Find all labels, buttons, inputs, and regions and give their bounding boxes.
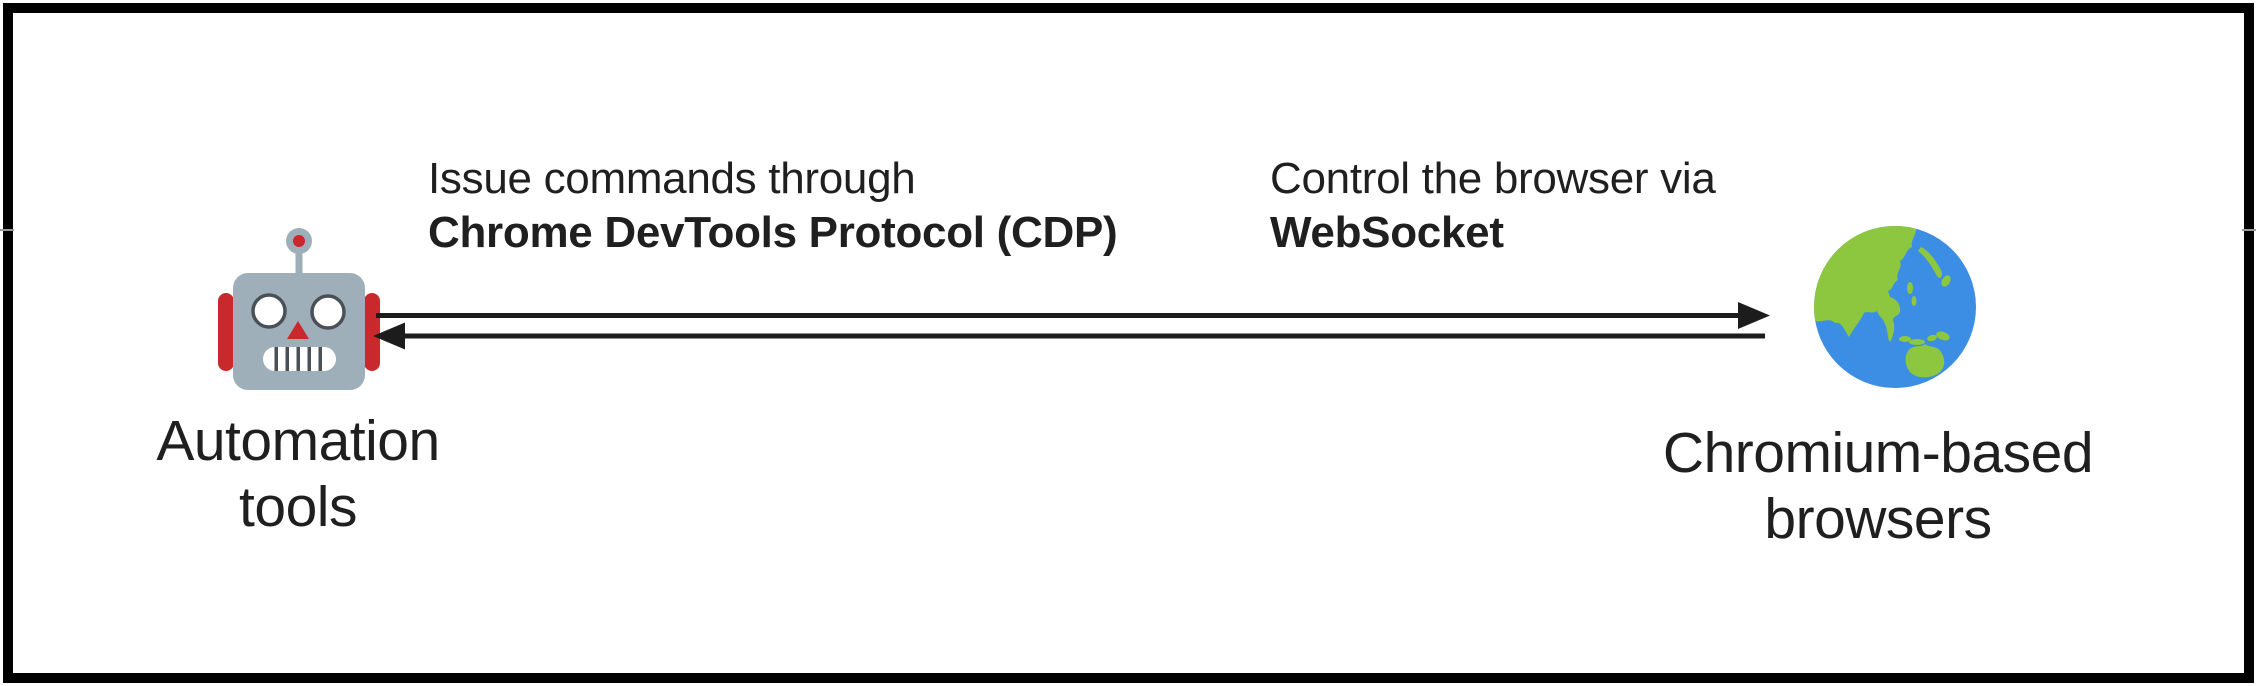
reverse-arrow-caption-line1: Control the browser via: [1270, 154, 1716, 203]
automation-tools-label: Automation tools: [156, 408, 440, 540]
robot-antenna-stem: [295, 241, 303, 281]
automation-tools-label-line2: tools: [239, 475, 357, 539]
forward-arrow-caption: Issue commands through Chrome DevTools P…: [428, 152, 1118, 260]
stitch-seam-left: [0, 229, 14, 231]
robot-icon: [218, 228, 380, 390]
forward-arrow-caption-line1: Issue commands through: [428, 154, 916, 203]
chromium-browsers-label-line1: Chromium-based: [1662, 421, 2094, 485]
robot-teeth: [274, 347, 322, 371]
robot-ear-right: [364, 293, 380, 371]
reverse-arrow-caption: Control the browser via WebSocket: [1270, 152, 1716, 260]
connection-arrows: [373, 302, 1770, 350]
chromium-browsers-label: Chromium-based browsers: [1662, 420, 2094, 552]
robot-eye-right: [310, 294, 346, 330]
reverse-arrow-caption-line2: WebSocket: [1270, 208, 1504, 257]
robot-eye-left: [251, 293, 287, 329]
reverse-arrow: [373, 322, 1765, 350]
globe-asia-australia-icon: [1814, 226, 1976, 388]
automation-tools-label-line1: Automation: [156, 409, 440, 473]
stitch-seam-right: [2242, 229, 2256, 231]
chromium-browsers-label-line2: browsers: [1764, 487, 1992, 551]
forward-arrow: [376, 302, 1770, 329]
forward-arrow-caption-line2: Chrome DevTools Protocol (CDP): [428, 208, 1118, 257]
robot-nose: [287, 321, 309, 339]
robot-ear-left: [218, 293, 234, 371]
robot-antenna-dot: [293, 235, 305, 247]
